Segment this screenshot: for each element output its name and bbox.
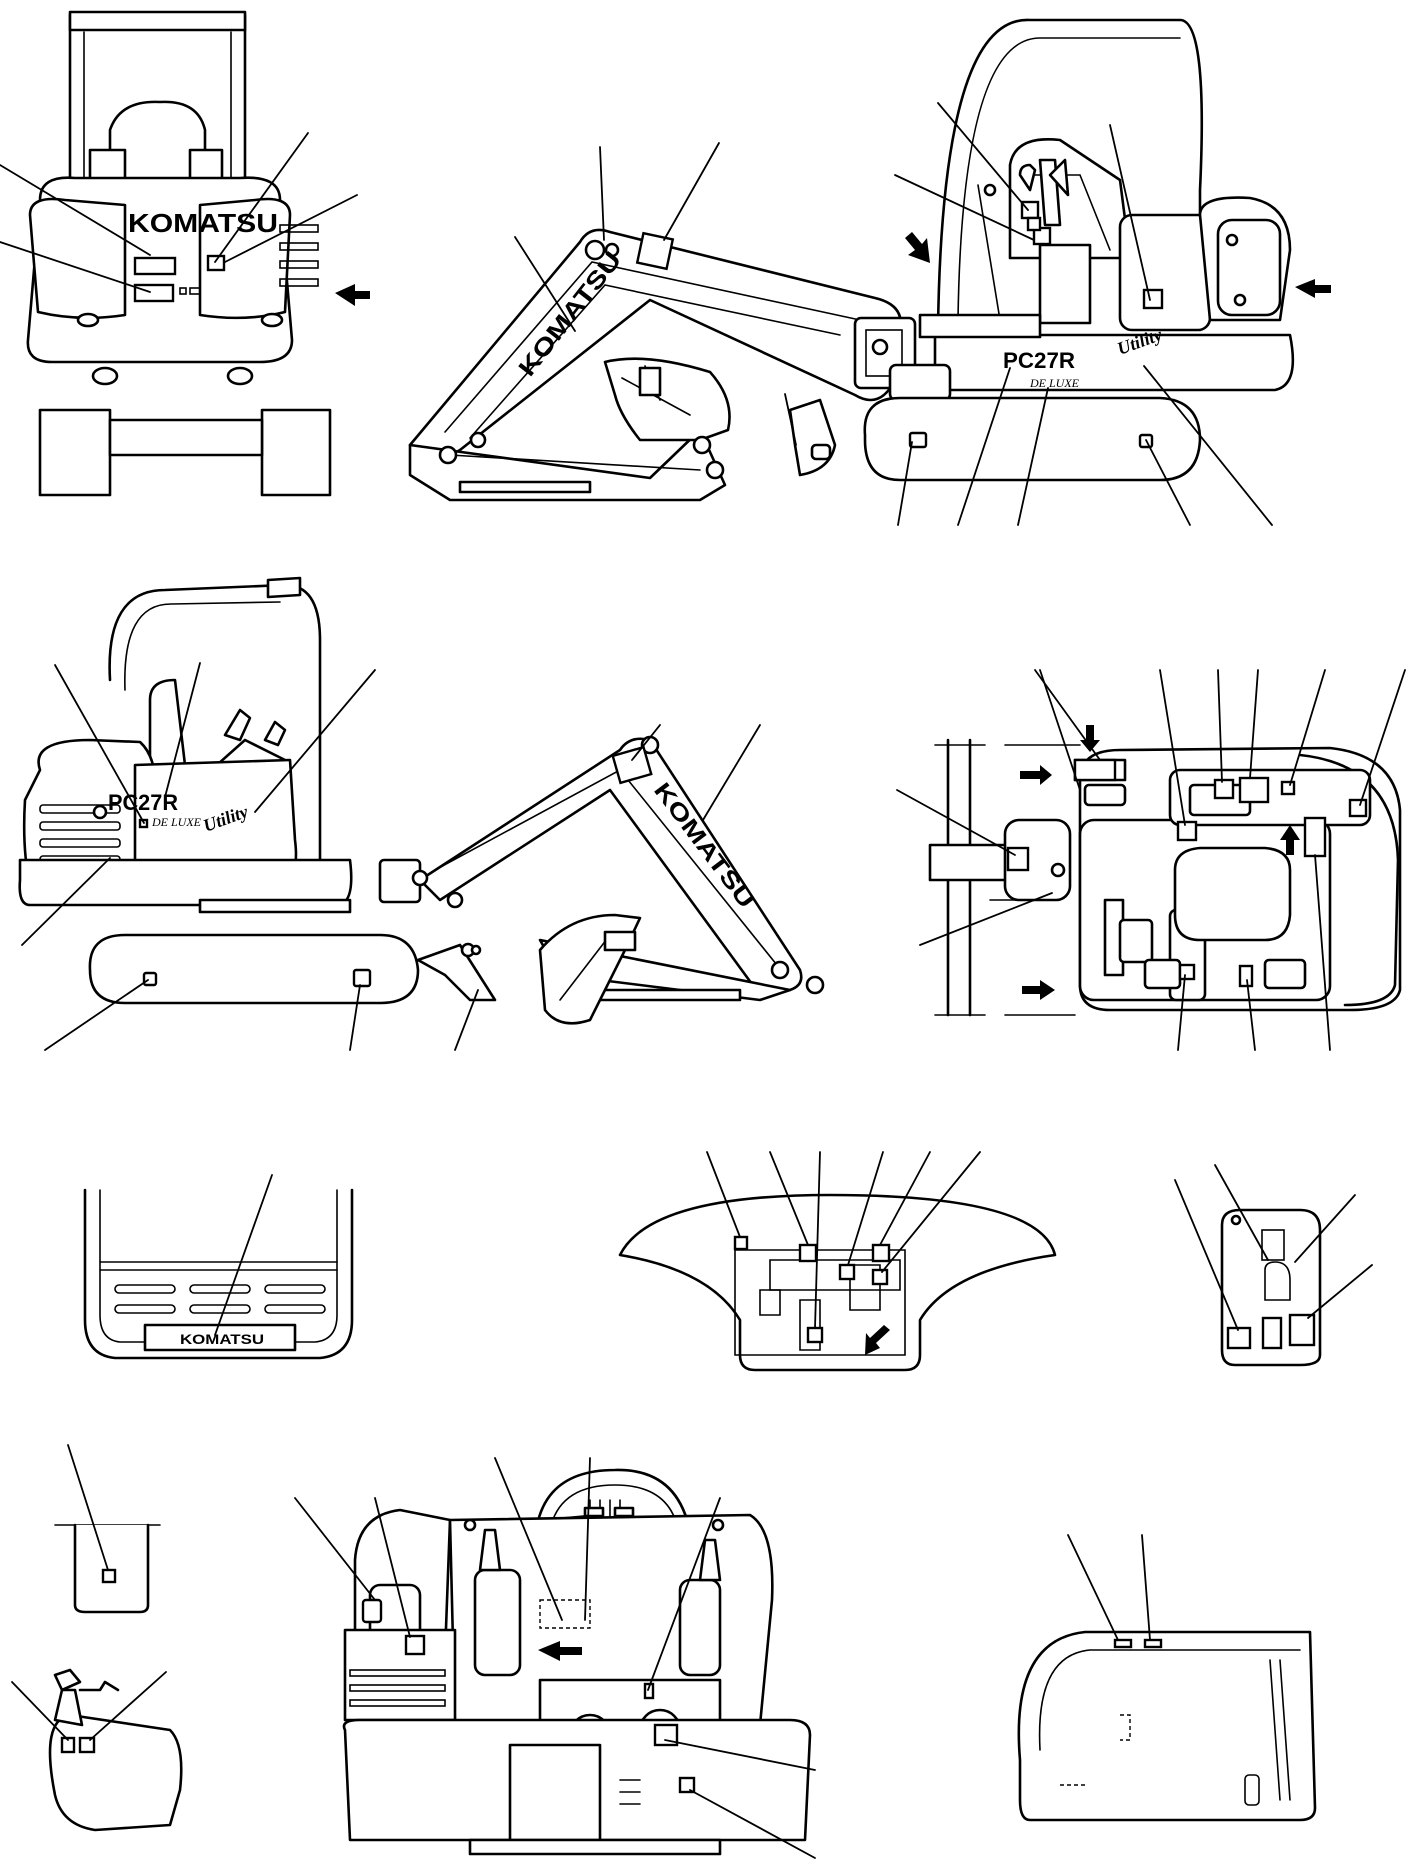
model-trim-right: DE LUXE [1029, 376, 1080, 390]
model-name-left: PC27R [108, 790, 178, 815]
rear-engine-view [294, 1457, 816, 1859]
left-side-view: KOMATSU PC27R DE LUXE Utility [18, 576, 825, 1051]
model-name-right: PC27R [1003, 348, 1075, 373]
komatsu-logo-step: KOMATSU [180, 1331, 264, 1347]
komatsu-logo-rear: KOMATSU [128, 208, 278, 238]
small-panel-view [54, 1444, 161, 1614]
top-view [896, 669, 1406, 1051]
running-board-view: KOMATSU [83, 1174, 354, 1360]
lever-console-view [11, 1668, 183, 1832]
rear-view: KOMATSU [0, 10, 370, 497]
work-equipment-view: KOMATSU [408, 142, 917, 502]
engine-hood-view [1017, 1534, 1317, 1822]
cab-ceiling-view [618, 1151, 1057, 1372]
right-side-view: PC27R DE LUXE Utility [863, 18, 1331, 526]
model-trim-left: DE LUXE [151, 815, 202, 829]
side-panel-view [1174, 1164, 1373, 1367]
